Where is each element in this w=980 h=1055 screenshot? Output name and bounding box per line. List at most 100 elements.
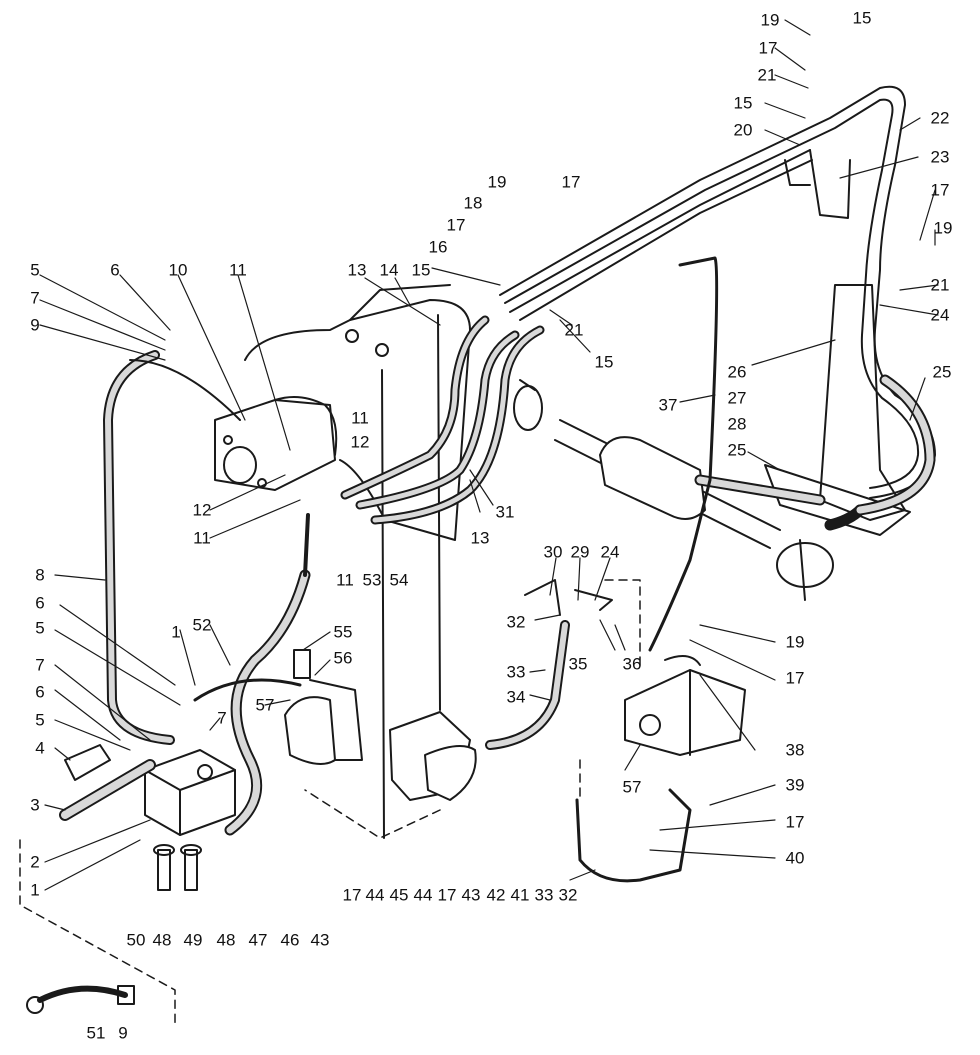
cylinder-hose-fill	[696, 376, 934, 514]
leader-lines	[39, 19, 939, 891]
mounting-brackets	[764, 149, 911, 536]
callout-label: 19	[487, 172, 507, 192]
callout-label: 7	[30, 288, 40, 308]
callout-label: 26	[727, 362, 747, 382]
callout-label: 24	[930, 305, 950, 325]
callout-label: 56	[333, 648, 353, 668]
filter-housing	[284, 649, 363, 765]
callout-label: 32	[558, 885, 578, 905]
callout-label: 1	[171, 622, 181, 642]
callout-label: 48	[216, 930, 236, 950]
callout-label: 9	[30, 315, 40, 335]
auxiliary-pump	[624, 655, 746, 756]
callout-label: 48	[152, 930, 172, 950]
callout-label: 17	[785, 668, 805, 688]
callout-label: 54	[389, 570, 409, 590]
callout-label: 33	[534, 885, 554, 905]
callout-label: 3	[30, 795, 40, 815]
callout-label: 51	[86, 1023, 106, 1043]
callout-label: 30	[543, 542, 563, 562]
return-line	[103, 350, 175, 745]
callout-label: 4	[35, 738, 45, 758]
callout-label: 50	[126, 930, 146, 950]
bottom-fittings	[153, 844, 202, 891]
callout-label: 42	[486, 885, 506, 905]
callout-label: 21	[930, 275, 950, 295]
callout-label: 32	[506, 612, 526, 632]
callout-label: 17	[342, 885, 362, 905]
callout-label: 40	[785, 848, 805, 868]
callout-label: 7	[217, 708, 227, 728]
callout-label: 13	[347, 260, 367, 280]
callout-label: 25	[727, 440, 747, 460]
callout-label: 6	[35, 682, 45, 702]
callout-label: 44	[365, 885, 385, 905]
dashed-guides	[19, 579, 641, 1026]
steering-cylinder	[513, 379, 834, 601]
callout-label: 34	[506, 687, 526, 707]
callout-label: 15	[733, 93, 753, 113]
callout-label: 7	[35, 655, 45, 675]
callout-label: 21	[757, 65, 777, 85]
callout-label: 12	[350, 432, 370, 452]
callout-label: 22	[930, 108, 950, 128]
callout-label: 39	[785, 775, 805, 795]
callout-label: 21	[564, 320, 584, 340]
detail-51	[26, 985, 135, 1014]
callout-label: 57	[622, 777, 642, 797]
callout-label: 46	[280, 930, 300, 950]
callout-label: 18	[463, 193, 483, 213]
callout-label: 11	[351, 408, 369, 428]
callout-label: 17	[785, 812, 805, 832]
callout-label: 29	[570, 542, 590, 562]
gasket-elbow	[389, 711, 477, 801]
callout-label: 36	[622, 654, 642, 674]
callout-label: 19	[933, 218, 953, 238]
callout-label: 27	[727, 388, 747, 408]
callout-label: 16	[428, 237, 448, 257]
callout-label: 12	[192, 500, 212, 520]
callout-label: 52	[192, 615, 212, 635]
callout-label: 9	[118, 1023, 128, 1043]
callout-label: 17	[930, 180, 950, 200]
callout-label: 15	[411, 260, 431, 280]
callout-label: 37	[658, 395, 678, 415]
callout-label: 15	[594, 352, 614, 372]
callout-label: 35	[568, 654, 588, 674]
callout-label: 49	[183, 930, 203, 950]
callout-label: 1	[30, 880, 40, 900]
callout-label: 6	[35, 593, 45, 613]
callout-label: 25	[932, 362, 952, 382]
callout-label: 11	[229, 260, 247, 280]
callout-label: 15	[852, 8, 872, 28]
callout-label: 17	[758, 38, 778, 58]
callout-label: 13	[470, 528, 490, 548]
distributor-block	[144, 749, 236, 836]
tank-body	[244, 284, 471, 839]
callout-label: 44	[413, 885, 433, 905]
callout-label: 11	[193, 528, 211, 548]
callout-label: 33	[506, 662, 526, 682]
callout-label: 17	[446, 215, 466, 235]
callout-label: 43	[310, 930, 330, 950]
callout-label: 5	[35, 618, 45, 638]
callout-label: 17	[561, 172, 581, 192]
callout-label: 31	[495, 502, 515, 522]
callout-label: 57	[255, 695, 275, 715]
callout-label: 17	[437, 885, 457, 905]
pump-hoses	[340, 315, 545, 525]
callout-label: 55	[333, 622, 353, 642]
callout-label: 19	[785, 632, 805, 652]
callout-label: 19	[760, 10, 780, 30]
callout-label: 5	[35, 710, 45, 730]
callout-label: 8	[35, 565, 45, 585]
callout-label: 23	[930, 147, 950, 167]
pump-body	[214, 395, 338, 491]
callout-label: 45	[389, 885, 409, 905]
callout-label: 11	[336, 570, 354, 590]
callout-label: 43	[461, 885, 481, 905]
callout-label: 20	[733, 120, 753, 140]
pump-hose-fill	[342, 317, 543, 523]
